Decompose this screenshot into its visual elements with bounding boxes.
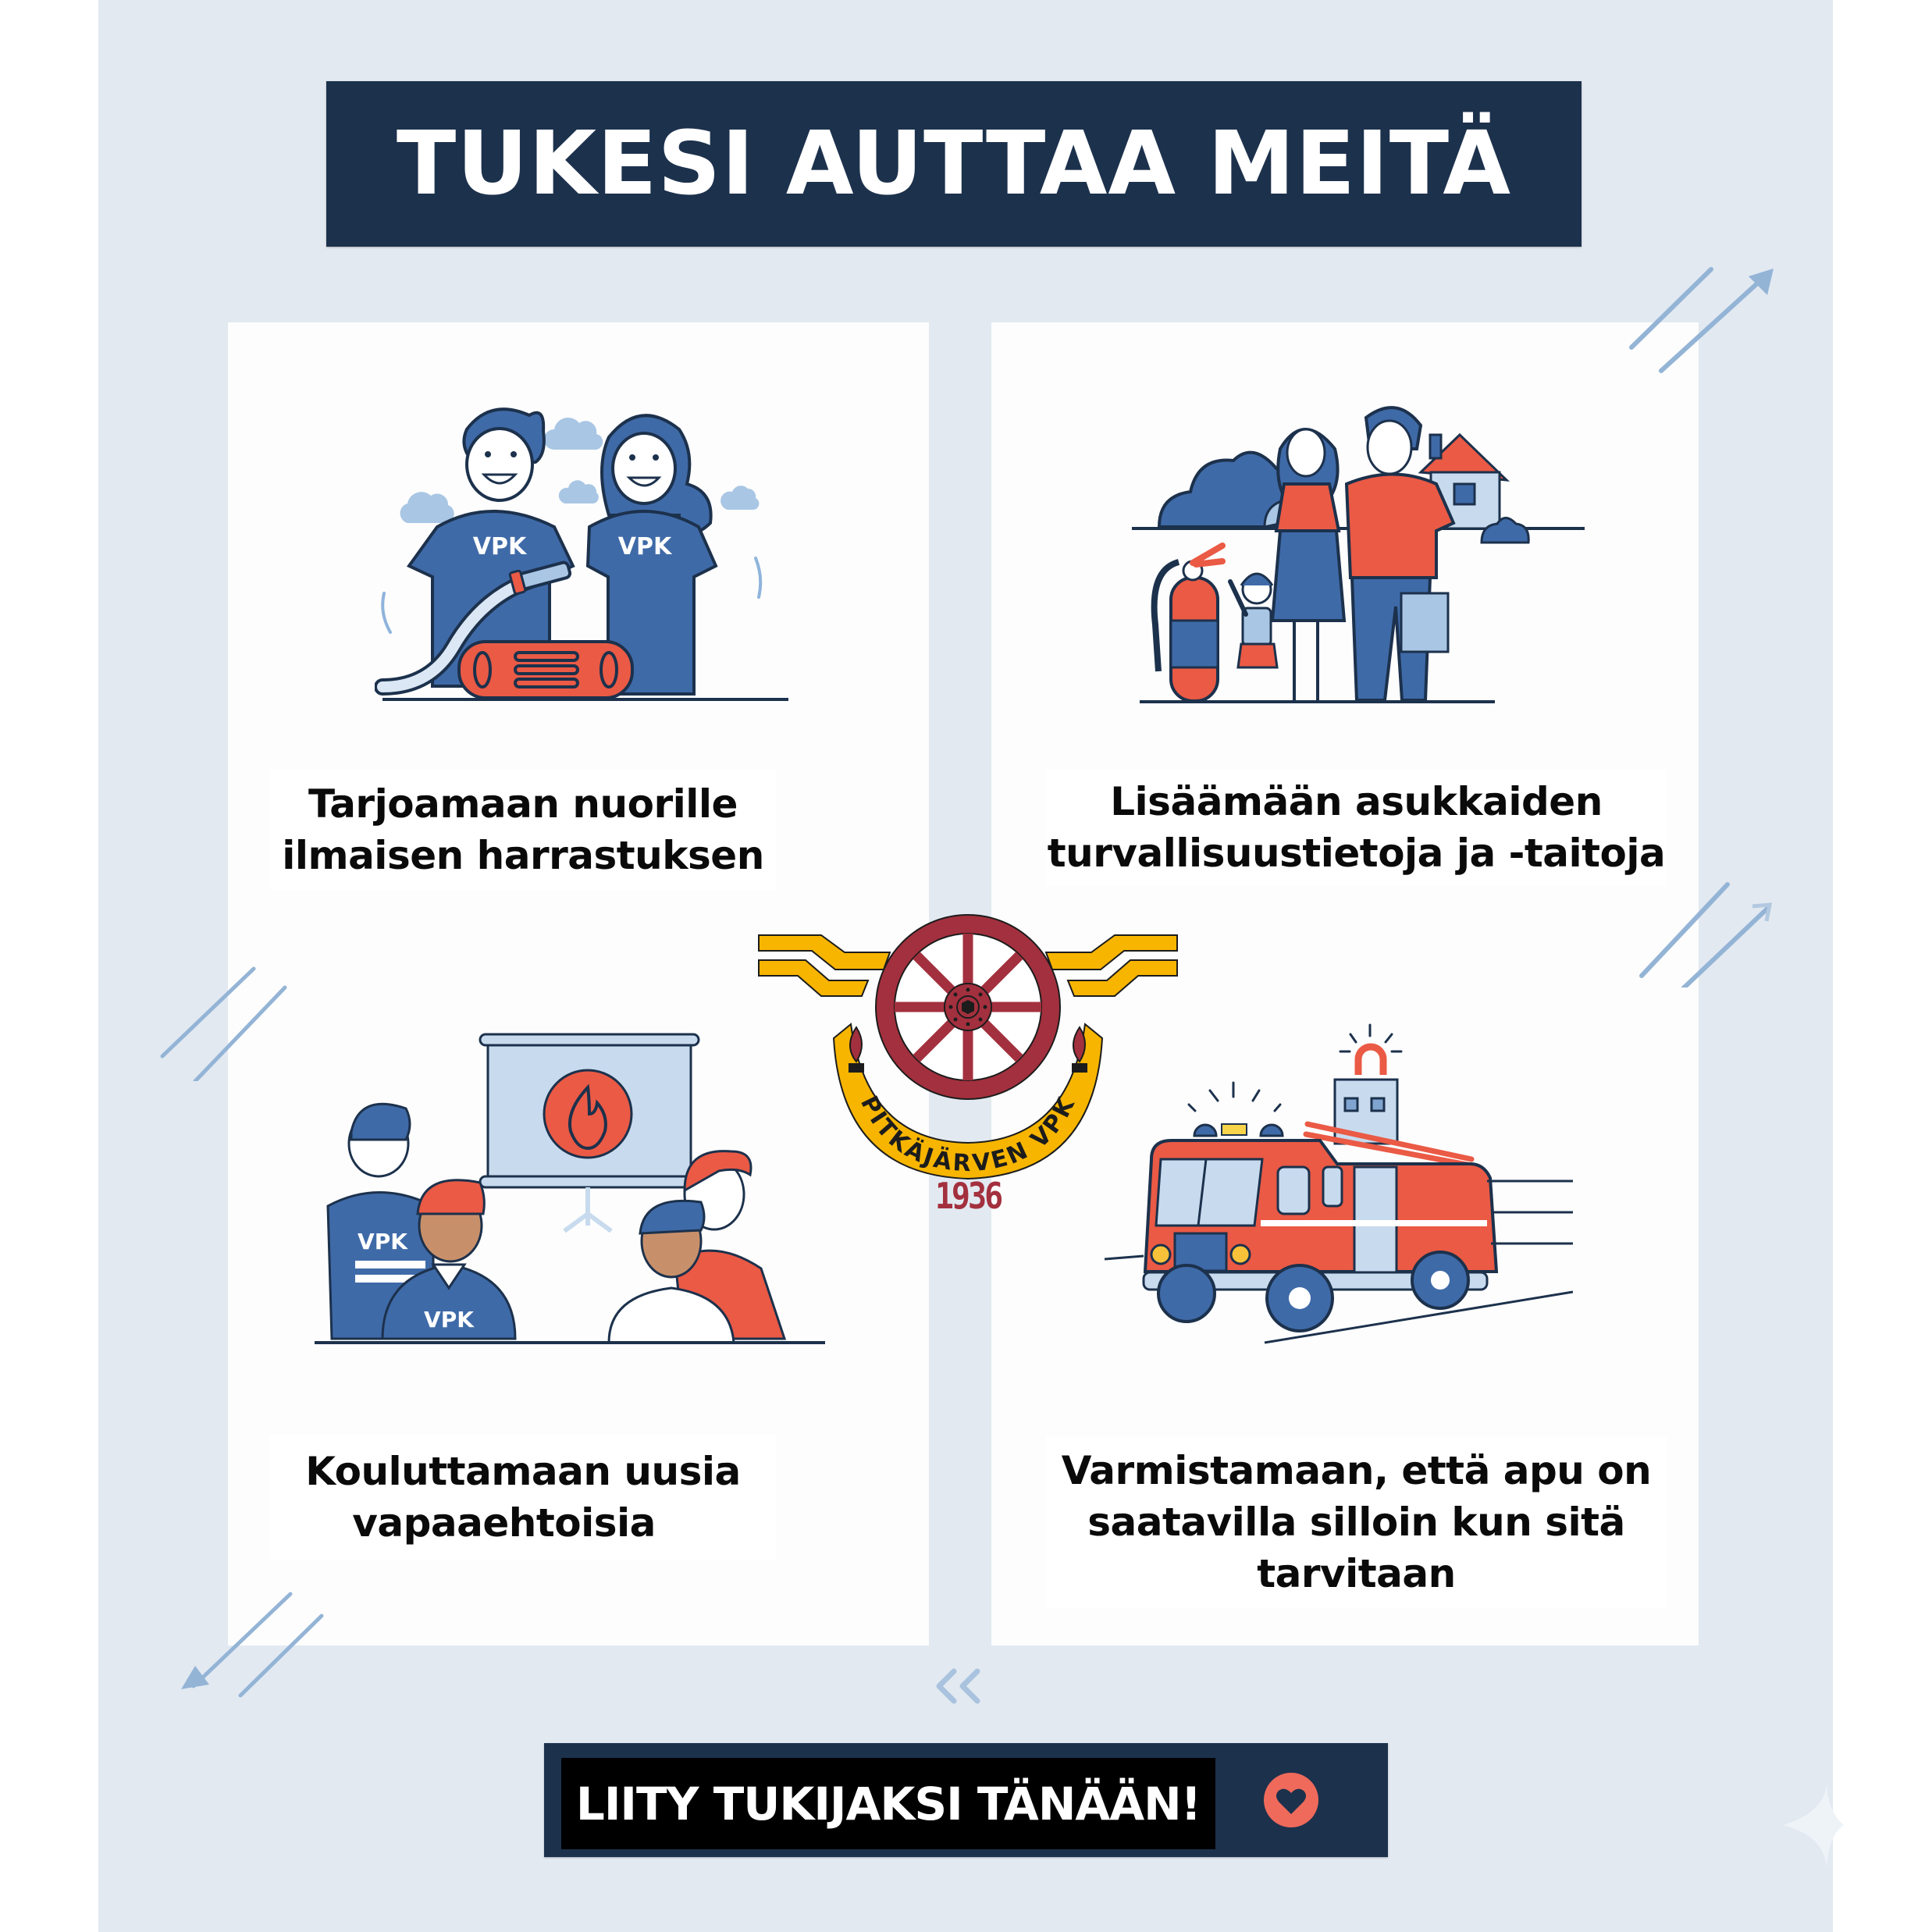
sparkle-icon [1783,1783,1844,1869]
heart-icon[interactable] [1263,1772,1319,1828]
fire-truck-illustration [1104,1023,1573,1344]
flame-icon [568,1083,607,1151]
svg-text:VPK: VPK [424,1307,475,1332]
wings-icon [758,934,1178,997]
svg-text:PITKÄJÄRVEN VPK: PITKÄJÄRVEN VPK [855,1091,1081,1177]
ribbon [832,1023,1104,1180]
arrow-down-left-icon [181,1592,324,1698]
join-supporter-button[interactable]: LIITY TUKIJAKSI TÄNÄÄN! [561,1758,1215,1849]
page-title: TUKESI AUTTAA MEITÄ [396,113,1512,215]
family-safety-illustration [1132,406,1585,703]
youth-volunteers-illustration: VPK VPK [375,407,788,701]
torch-icon [849,1026,1087,1073]
arrow-up-right-icon [1639,882,1773,987]
svg-text:VPK: VPK [473,533,528,560]
pitkajarvi-vpk-emblem: PITKÄJÄRVEN VPK [758,914,1178,1180]
cta-label: LIITY TUKIJAKSI TÄNÄÄN! [575,1777,1201,1831]
svg-text:VPK: VPK [358,1229,408,1254]
title-banner: TUKESI AUTTAA MEITÄ [326,81,1582,247]
volunteer-training-illustration: VPK VPK [315,1033,825,1344]
double-chevron-left-icon [936,1668,980,1704]
arrow-up-right-icon [1629,267,1774,373]
cta-banner[interactable]: LIITY TUKIJAKSI TÄNÄÄN! [544,1743,1388,1857]
diagonal-lines-decoration [160,966,287,1081]
svg-text:VPK: VPK [618,533,673,560]
wheel-icon [875,914,1061,1100]
founding-year: 1936 [934,1176,1003,1218]
